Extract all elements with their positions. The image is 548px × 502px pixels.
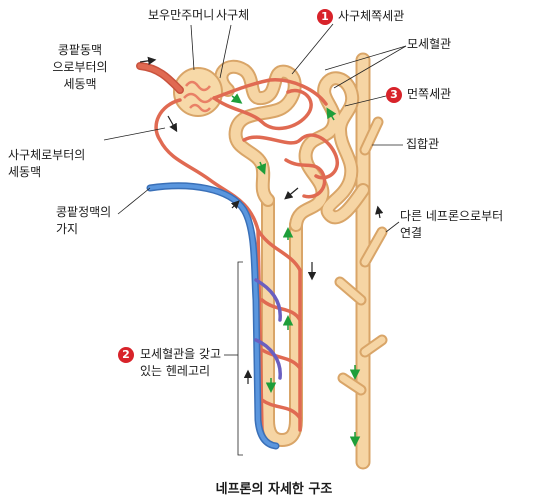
proximal-tubule [214,59,302,207]
renal-vein-branch [146,182,282,450]
bowman-capsule [173,67,223,117]
filtrate-flow-arrows [230,93,361,447]
collecting-duct-label: 집합관 [406,137,440,151]
efferent-arteriole-line-1: 사구체로부터의 [8,148,86,162]
henle-loop-line-1: 모세혈관을 갖고 [140,347,222,361]
leader-lines [103,23,407,456]
capillary-label: 모세혈관 [407,37,452,51]
badge-3: 3 [386,87,402,103]
distal-tubule-label: 먼쪽세관 [407,87,452,101]
renal-vein-line-2: 가지 [56,222,79,236]
peritubular-capillaries [154,78,340,448]
afferent-arteriole-line-1: 콩팥동맥 [57,43,103,57]
henle-loop-tubule [261,193,303,448]
badge-2: 2 [118,347,134,363]
afferent-arteriole-label: 콩팥동맥 으로부터의 세동맥 [38,42,122,93]
afferent-arteriole-line-2: 으로부터의 [52,60,108,74]
afferent-arteriole [136,62,184,94]
henle-loop-line-2: 있는 헨레고리 [140,364,211,378]
proximal-tubule-label: 사구체쪽세관 [338,9,405,23]
distal-tubule [289,71,370,232]
other-nephron-line-1: 다른 네프론으로부터 [400,209,504,223]
other-nephron-label: 다른 네프론으로부터 연결 [400,208,503,242]
efferent-arteriole-line-2: 세동맥 [8,165,42,179]
henle-loop-label: 모세혈관을 갖고 있는 헨레고리 [140,346,221,380]
flow-direction-arrows [139,56,384,384]
renal-vein-label: 콩팥정맥의 가지 [56,204,111,238]
glomerulus-label: 사구체 [216,8,250,22]
figure-caption: 네프론의 자세한 구조 [215,482,333,497]
renal-vein-line-1: 콩팥정맥의 [56,205,112,219]
afferent-arteriole-line-3: 세동맥 [63,77,97,91]
bowman-capsule-label: 보우만주머니 [148,8,215,22]
other-nephron-line-2: 연결 [400,226,423,240]
collecting-duct-tube [334,52,388,470]
badge-1: 1 [317,9,333,25]
efferent-arteriole-label: 사구체로부터의 세동맥 [8,147,85,181]
